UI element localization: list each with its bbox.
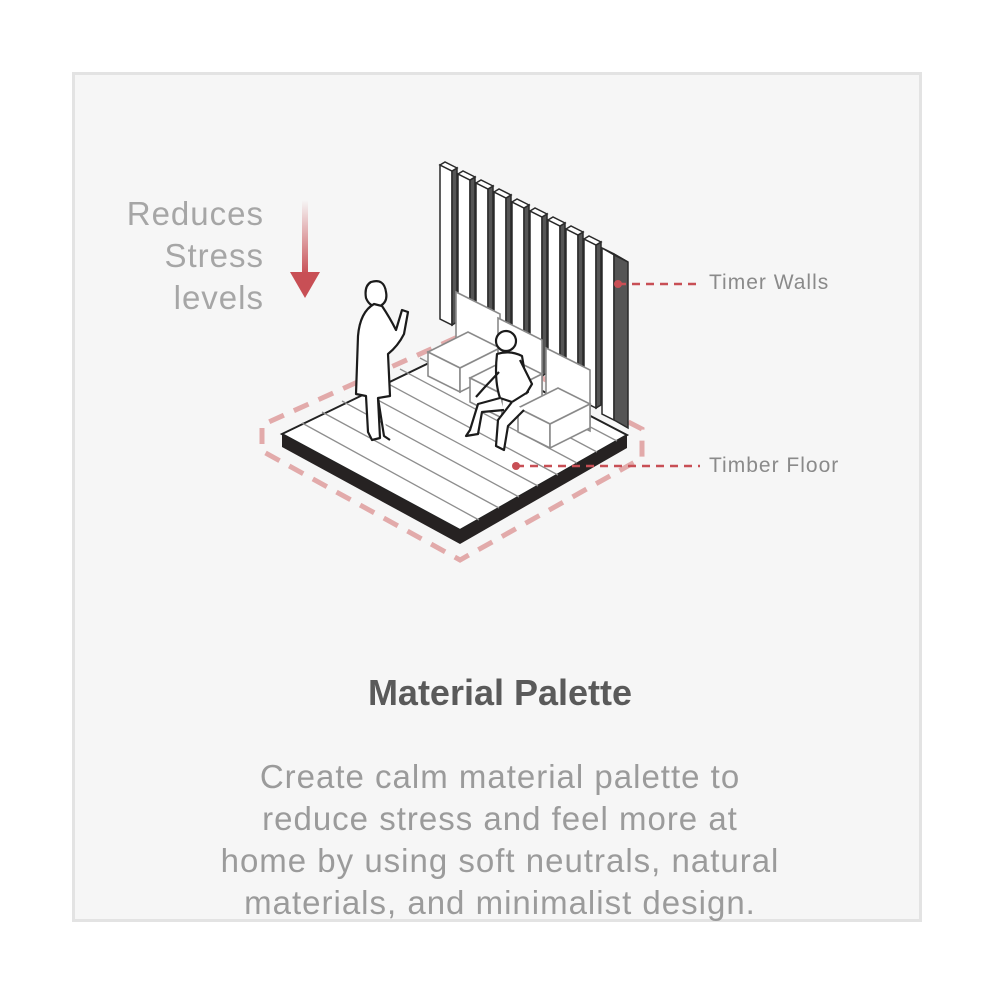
callout-timber-walls: Timer Walls — [709, 271, 830, 294]
callout-timber-floor: Timber Floor — [709, 454, 840, 477]
standing-person-icon — [354, 280, 410, 442]
seated-person-icon — [464, 329, 534, 452]
card-description: Create calm material palette to reduce s… — [150, 756, 850, 924]
card-title: Material Palette — [367, 672, 633, 713]
stress-note-line: levels — [173, 279, 264, 316]
dashed-floor-outline — [259, 333, 645, 563]
timber-floor-leader — [512, 462, 700, 470]
stress-note-line: Stress — [164, 237, 264, 274]
stress-note-line: Reduces — [126, 195, 264, 232]
description-line: Create calm material palette to — [259, 758, 741, 795]
description-line: reduce stress and feel more at — [262, 800, 738, 837]
stress-note: Reduces Stress levels — [44, 193, 264, 319]
timber-walls-leader — [614, 280, 700, 288]
description-line: materials, and minimalist design. — [244, 884, 756, 921]
down-arrow-icon — [290, 200, 320, 298]
description-line: home by using soft neutrals, natural — [220, 842, 780, 879]
